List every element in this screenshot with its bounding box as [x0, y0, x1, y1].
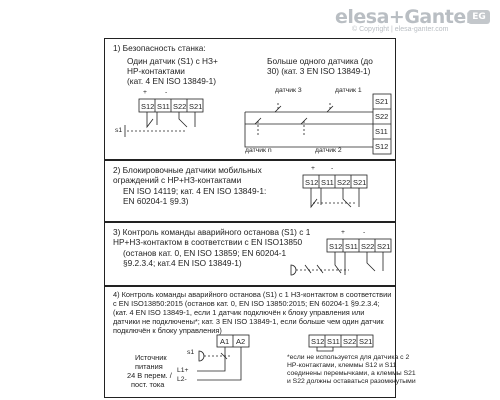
panel-4-note-4: и S22 должны оставаться разомкнутыми: [287, 378, 416, 385]
sensor-3-label: датчик 3: [275, 87, 302, 94]
panel-1-right-line-2: 30) (кат. 3 EN ISO 13849-1): [267, 66, 371, 76]
panel-1-plus-label: +: [143, 89, 147, 96]
supply-line-2: питания: [135, 362, 163, 371]
panel-4-wiring: A1 A2 S12 S11 S22 S21: [197, 334, 374, 381]
panel-4-note-2: НР-контактами, клеммы S12 и S11: [287, 362, 397, 369]
panel-1-s1-label: s1: [115, 127, 123, 134]
panel-3-text-2: §9.2.3.4; кат.4 EN ISO 13849-1): [123, 258, 242, 268]
panel-4-heading-5: подключён к блоку управления): [113, 326, 222, 335]
sensor-n-label: датчик n: [245, 147, 272, 154]
panel-1-left-term-2: S11: [157, 102, 170, 111]
panel-3-plus-label: +: [341, 229, 345, 236]
panel-1-left-line-1: Один датчик (S1) с НЗ+: [127, 56, 218, 66]
panel-4-s1-label: s1: [187, 349, 195, 356]
panel-1-left-line-3: (кат. 4 EN ISO 13849-1): [127, 76, 217, 86]
panel-1-heading: 1) Безопасность станка:: [113, 43, 206, 53]
panel-4-note-1: *если не используется для датчика с 2: [287, 354, 410, 361]
panel-1-wiring: S12 S11 S22 S21 S21 S22 S11 S12: [124, 93, 392, 155]
panel-2-text-2: EN 60204-1 §9.3): [123, 196, 189, 206]
panel-4-term-a2: A2: [236, 337, 245, 346]
panel-1-right-term-2: S22: [375, 112, 388, 121]
panel-3-text-1: (останов кат. 0, EN ISO 13859; EN 60204-…: [123, 248, 287, 258]
panel-2-text-1: EN ISO 14119; кат. 4 EN ISO 13849-1:: [123, 186, 267, 196]
panel-4-heading-4: датчики не подключены*; кат. 3 EN ISO 13…: [113, 317, 384, 326]
emergency-stop-icon: [290, 264, 297, 276]
panel-2-heading-2: ограждений с НР+НЗ-контактами: [113, 175, 242, 185]
panel-3-wiring: S12 S11 S22 S21: [290, 238, 392, 276]
panel-4-term-2: S11: [327, 337, 340, 346]
panel-1-right-terminal-block: S21 S22 S11 S12: [372, 93, 392, 155]
panel-4-term-4: S21: [359, 337, 372, 346]
panel-2-terminal-block: S12 S11 S22 S21: [302, 174, 368, 189]
panel-3-term-1: S12: [329, 242, 342, 251]
panel-1-right-term-3: S11: [375, 127, 388, 136]
sensor-1-label: датчик 1: [335, 87, 362, 94]
panel-3-term-4: S21: [377, 242, 390, 251]
panel-1-left-terminal-block: S12 S11 S22 S21: [138, 98, 204, 113]
panel-1-right-term-1: S21: [375, 97, 388, 106]
panel-4-heading-2: с EN ISO13850:2015 (останов кат. 0, EN I…: [113, 299, 380, 308]
panel-4-term-1: S12: [311, 337, 324, 346]
panel-4-note-3: соединены перемычками, а клеммы S21: [287, 370, 416, 377]
panel-2-term-4: S21: [353, 178, 366, 187]
panel-interlock-sensors: 2) Блокировочные датчики мобильных ограж…: [104, 160, 396, 222]
panel-4-l2-label: L2-: [177, 376, 187, 383]
panel-emergency-stop-nc-no: 3) Контроль команды аварийного останова …: [104, 222, 396, 286]
supply-line-4: пост. тока: [131, 380, 165, 389]
panel-4-heading-3: (кат. 4 EN ISO 13849-1, если 1 датчик по…: [113, 308, 365, 317]
brand-badge: EG: [468, 10, 490, 24]
panel-3-heading-2: НР+НЗ-контактом в соответствии с EN ISO1…: [113, 237, 303, 247]
panel-1-left-line-2: НР-контактами: [127, 66, 185, 76]
supply-line-3: 24 В перем. /: [127, 371, 172, 380]
panel-2-term-3: S22: [337, 178, 350, 187]
panel-4-emergency-stop-icon: [198, 350, 205, 362]
panel-4-heading-1: 4) Контроль команды аварийного останова …: [113, 290, 392, 299]
panel-2-term-2: S11: [321, 178, 334, 187]
supply-line-1: Источник: [135, 353, 167, 362]
panel-4-term-3: S22: [343, 337, 356, 346]
panel-4-l1-label: L1+: [177, 367, 189, 374]
panel-2-minus-label: -: [331, 165, 334, 172]
panel-3-minus-label: -: [363, 229, 366, 236]
panel-3-heading-1: 3) Контроль команды аварийного останова …: [113, 227, 311, 237]
panel-1-left-term-3: S22: [173, 102, 186, 111]
panel-4-a-terminal-block: A1 A2: [216, 334, 250, 348]
panel-3-terminal-block: S12 S11 S22 S21: [326, 238, 392, 253]
panel-3-term-3: S22: [361, 242, 374, 251]
brand-logo: elesa+Ganter: [335, 6, 475, 28]
panel-1-minus-label: -: [165, 89, 168, 96]
panel-2-term-1: S12: [305, 178, 318, 187]
copyright-text: © Copyright | elesa-ganter.com: [352, 26, 449, 33]
panel-2-plus-label: +: [311, 165, 315, 172]
sensor-2-label: датчик 2: [315, 147, 342, 154]
panel-machine-safety: 1) Безопасность станка: Один датчик (S1)…: [104, 38, 396, 160]
panel-3-term-2: S11: [345, 242, 358, 251]
panel-2-heading-1: 2) Блокировочные датчики мобильных: [113, 165, 262, 175]
panel-2-wiring: S12 S11 S22 S21: [302, 174, 368, 209]
panel-emergency-stop-nc: 4) Контроль команды аварийного останова …: [104, 286, 416, 398]
panel-4-s-terminal-block: S12 S11 S22 S21: [308, 334, 374, 348]
panel-1-right-term-4: S12: [375, 142, 388, 151]
panel-4-term-a1: A1: [220, 337, 229, 346]
panel-1-right-line-1: Больше одного датчика (до: [267, 56, 373, 66]
panel-1-left-term-4: S21: [189, 102, 202, 111]
panel-1-left-term-1: S12: [141, 102, 154, 111]
